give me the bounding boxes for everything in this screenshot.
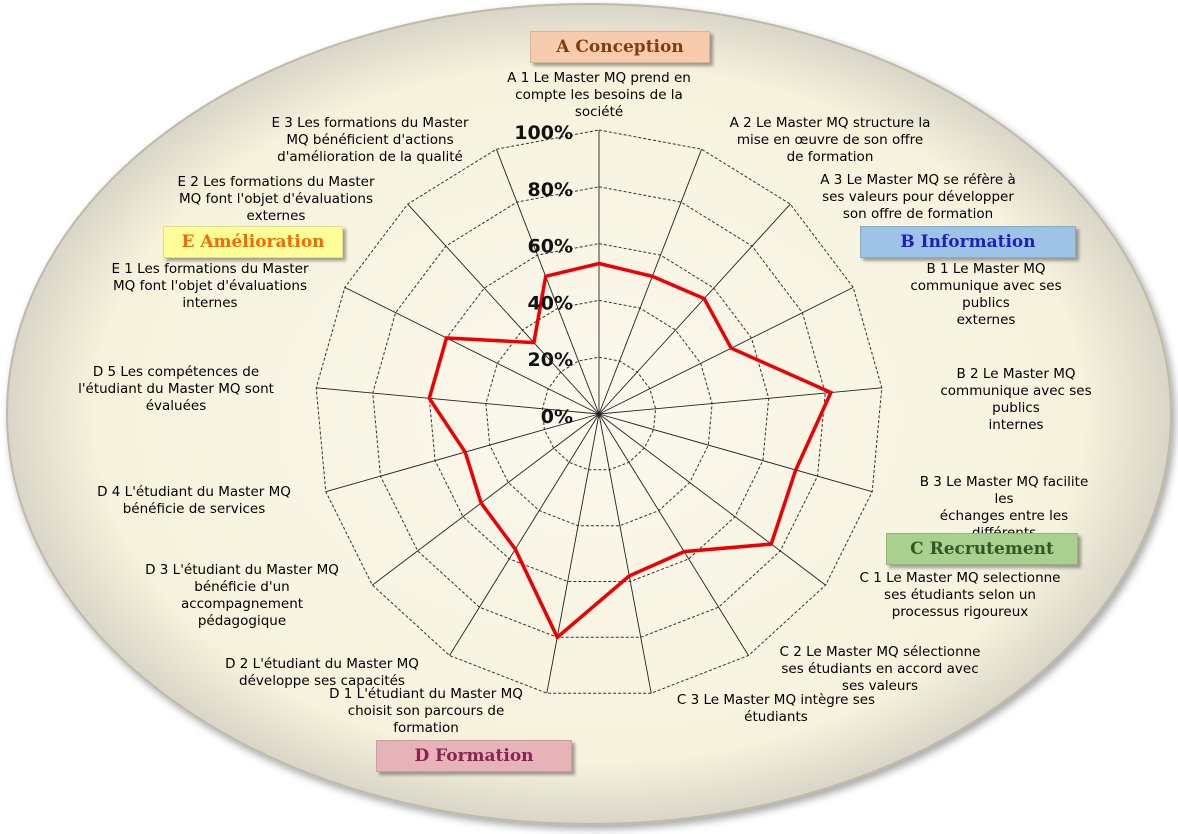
- axis-spoke: [449, 413, 600, 656]
- axis-spoke: [598, 413, 873, 493]
- axis-spoke: [344, 286, 600, 415]
- axis-spoke: [325, 413, 600, 493]
- axis-spoke: [598, 413, 652, 694]
- axis-label: A 3 Le Master MQ se réfère à ses valeurs…: [820, 172, 1016, 222]
- axis-spoke: [598, 413, 749, 656]
- axis-label: B 2 Le Master MQ communique avec ses pub…: [940, 366, 1092, 433]
- axis-spoke: [598, 286, 854, 415]
- axis-spoke: [372, 413, 600, 586]
- grid-ring: [485, 299, 713, 527]
- axis-label: B 1 Le Master MQ communique avec ses pub…: [910, 261, 1062, 328]
- radar-grid: [315, 129, 883, 694]
- axis-label: C 3 Le Master MQ intègre ses étudiants: [676, 692, 876, 725]
- series-line: [427, 261, 834, 641]
- axis-label: E 3 Les formations du Master MQ bénéfici…: [271, 115, 469, 165]
- axis-spoke: [316, 387, 600, 415]
- grid-ring: [428, 243, 770, 582]
- radar-spokes: [316, 130, 882, 694]
- axis-spoke: [598, 203, 791, 415]
- axis-label: E 1 Les formations du Master MQ font l'o…: [111, 261, 309, 311]
- grid-ring: [541, 356, 657, 471]
- radar-series: [427, 261, 834, 641]
- radial-tick-label: 20%: [528, 349, 573, 371]
- category-a-conception: A Conception: [530, 31, 710, 63]
- axis-label: C 1 Le Master MQ selectionne ses étudian…: [859, 570, 1061, 620]
- axis-spoke: [407, 203, 600, 415]
- axis-spoke: [598, 149, 703, 415]
- axis-spoke: [495, 149, 600, 415]
- axis-label: A 1 Le Master MQ prend en compte les bes…: [507, 70, 691, 120]
- axis-label: C 2 Le Master MQ sélectionne ses étudian…: [779, 644, 981, 694]
- category-c-recrutement: C Recrutement: [886, 533, 1078, 565]
- axis-label: A 2 Le Master MQ structure la mise en œu…: [729, 115, 931, 165]
- radial-tick-label: 100%: [514, 122, 573, 144]
- grid-ring: [315, 129, 883, 694]
- axis-spoke: [598, 413, 826, 586]
- category-d-formation: D Formation: [376, 740, 572, 772]
- axis-label: D 5 Les compétences de l'étudiant du Mas…: [78, 364, 274, 414]
- category-b-information: B Information: [860, 226, 1076, 258]
- axis-label: D 3 L'étudiant du Master MQ bénéficie d'…: [145, 562, 339, 629]
- radial-tick-label: 80%: [528, 179, 573, 201]
- axis-label: D 1 L'étudiant du Master MQ choisit son …: [329, 686, 523, 736]
- grid-ring: [372, 186, 826, 638]
- axis-label: D 2 L'étudiant du Master MQ développe se…: [225, 656, 419, 689]
- axis-spoke: [546, 413, 600, 694]
- axis-label: D 4 L'étudiant du Master MQ bénéficie de…: [97, 484, 291, 517]
- radial-tick-label: 60%: [528, 236, 573, 258]
- background-ellipse: [6, 3, 1172, 825]
- radial-tick-label: 0%: [541, 406, 573, 428]
- radial-tick-label: 40%: [528, 292, 573, 314]
- radar-tick-labels: 0% 20% 40% 60% 80% 100%: [514, 122, 573, 428]
- category-e-amelioration: E Amélioration: [163, 226, 343, 258]
- axis-spoke: [598, 387, 882, 415]
- axis-label: E 2 Les formations du Master MQ font l'o…: [177, 174, 375, 224]
